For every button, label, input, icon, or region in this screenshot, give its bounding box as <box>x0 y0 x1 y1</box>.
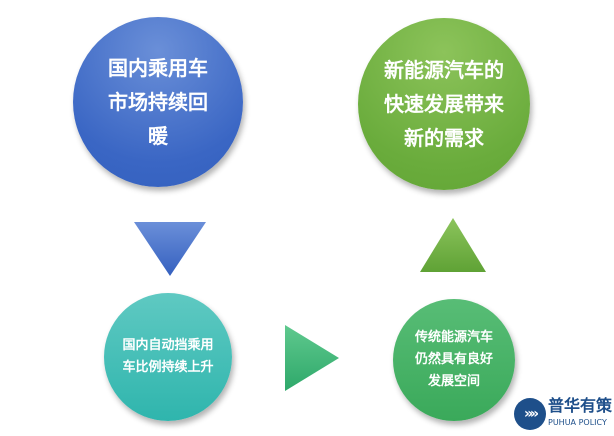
arrow-right-icon <box>285 325 339 391</box>
arrow-up-icon <box>420 218 486 272</box>
node-traditional-energy-space: 传统能源汽车仍然具有良好发展空间 <box>393 299 515 421</box>
node-label: 新能源汽车的快速发展带来新的需求 <box>384 58 504 150</box>
watermark-logo: »» 普华有策 PUHUA POLICY <box>514 396 614 436</box>
arrow-down-icon <box>134 222 206 276</box>
node-domestic-market-recovery: 国内乘用车市场持续回暖 <box>73 17 243 187</box>
node-label: 国内自动挡乘用车比例持续上升 <box>122 338 214 375</box>
node-label: 传统能源汽车仍然具有良好发展空间 <box>414 330 493 389</box>
logo-en-text: PUHUA POLICY <box>548 418 607 427</box>
node-label: 国内乘用车市场持续回暖 <box>108 56 208 148</box>
node-automatic-ratio-rising: 国内自动挡乘用车比例持续上升 <box>104 293 232 421</box>
logo-cn-text: 普华有策 <box>548 396 613 415</box>
node-new-energy-demand: 新能源汽车的快速发展带来新的需求 <box>358 18 530 190</box>
logo-mark-icon: »» <box>514 398 546 430</box>
